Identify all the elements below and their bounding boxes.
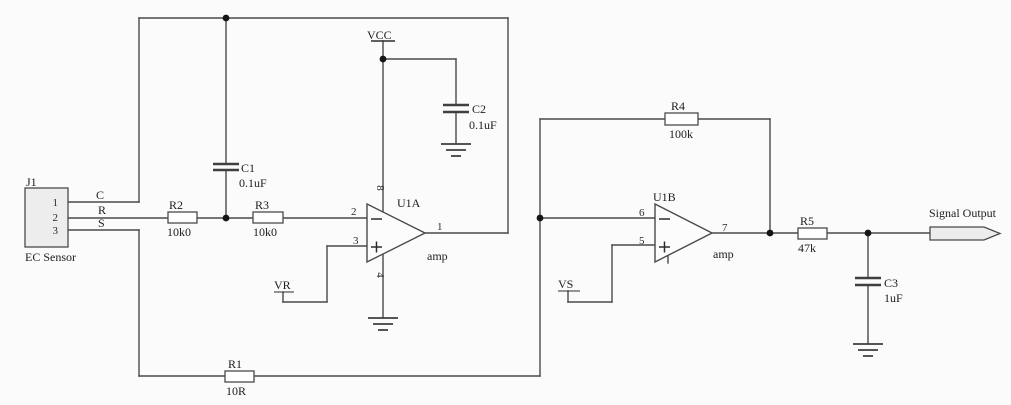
resistor-ref: R4 [671,99,685,113]
resistor-ref: R5 [800,214,814,228]
resistor-body [664,112,699,126]
resistor-body [224,370,255,383]
capacitor-ref: C2 [472,102,486,116]
capacitor-value: 0.1uF [239,176,267,190]
resistor-r2[interactable]: R2 10k0 [167,198,198,239]
port-body [929,226,1002,241]
net-label-vr[interactable]: VR [274,278,294,293]
opamp-ref: U1A [397,196,421,210]
pin-number-noninverting: 5 [639,235,645,247]
noninverting-input-mark [371,241,382,253]
opamp-part-label: amp [427,249,448,263]
connector-pin-2: 2 [53,212,59,224]
pin-number-output: 1 [437,221,443,233]
pin-number-inverting: 2 [351,206,357,218]
resistor-value: 47k [798,241,816,255]
net-labels-sensor: C R S [96,188,106,230]
connector-j1[interactable]: J1 1 2 3 EC Sensor [24,175,76,264]
connector-label: EC Sensor [25,250,76,264]
noninverting-input-mark [659,241,670,253]
resistor-value: 100k [669,127,693,141]
ground-symbol-u1a[interactable] [368,317,398,331]
opamp-u1a[interactable]: U1A amp 2 3 1 8 4 [351,185,448,278]
capacitor-value: 1uF [884,291,903,305]
wires [67,17,930,377]
pin-number-vplus: 8 [374,185,386,191]
vr-label: VR [274,278,291,292]
resistor-ref: R3 [255,198,269,212]
ground-symbol-c3[interactable] [853,343,883,357]
opamp-part-label: amp [713,247,734,261]
net-label-s: S [98,216,105,230]
vs-label: VS [558,277,573,291]
resistor-body [167,211,198,224]
connector-ref: J1 [26,175,37,189]
ground-bars [853,343,883,357]
opamp-triangle [366,202,427,264]
capacitor-ref: C3 [884,276,898,290]
junction-dot [766,229,774,237]
pin-number-noninverting: 3 [353,235,359,247]
junction-dot [222,214,230,222]
junction-dot [864,229,872,237]
connector-body [24,187,69,248]
net-label-c: C [96,188,104,202]
resistor-body [252,211,284,224]
opamp-triangle [654,202,714,264]
vcc-power-symbol[interactable]: VCC [367,28,395,42]
resistor-value: 10R [226,384,246,398]
pin-number-vminus: 4 [374,272,386,278]
resistor-r1[interactable]: R1 10R [224,357,255,398]
junction-dot [379,55,387,63]
net-label-vs[interactable]: VS [558,277,580,292]
connector-pin-1: 1 [53,197,59,209]
ground-bars [441,143,471,157]
connector-pin-3: 3 [53,225,59,237]
capacitor-c3[interactable]: C3 1uF [855,276,903,305]
resistor-r3[interactable]: R3 10k0 [252,198,284,239]
pin-number-inverting: 6 [639,207,645,219]
resistor-value: 10k0 [167,225,191,239]
resistor-r4[interactable]: R4 100k [664,99,699,141]
resistor-value: 10k0 [253,225,277,239]
ground-bars [368,317,398,331]
capacitor-c1[interactable]: C1 0.1uF [213,161,267,190]
ground-symbol-c2[interactable] [441,143,471,157]
resistor-r5[interactable]: R5 47k [797,214,828,255]
pin-number-output: 7 [722,222,728,234]
resistor-ref: R2 [169,198,183,212]
junction-dot [536,214,544,222]
port-label: Signal Output [929,206,997,220]
net-label-r: R [98,203,106,217]
vcc-label: VCC [367,28,392,42]
signal-output-port[interactable]: Signal Output [929,206,1002,241]
junction-dots [222,14,872,237]
capacitor-value: 0.1uF [469,118,497,132]
junction-dot [222,14,230,22]
capacitor-c2[interactable]: C2 0.1uF [443,102,497,132]
resistor-ref: R1 [228,357,242,371]
capacitor-ref: C1 [241,161,255,175]
opamp-u1b[interactable]: U1B amp 6 5 7 [639,190,734,264]
opamp-ref: U1B [653,190,676,204]
resistor-body [797,227,828,240]
